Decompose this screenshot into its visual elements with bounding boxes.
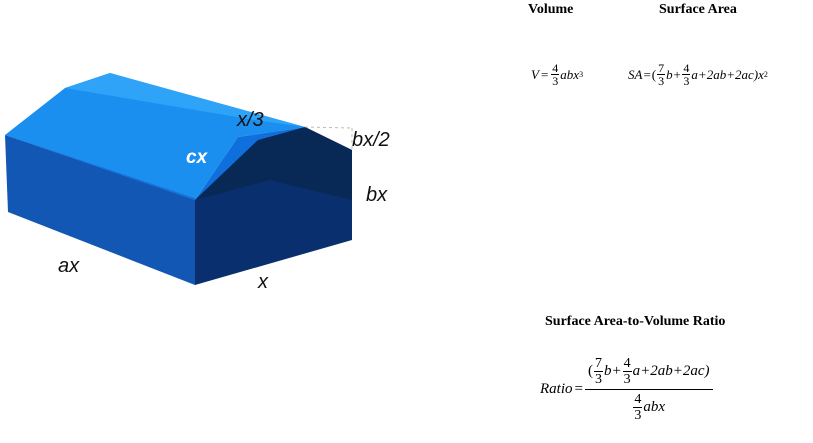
ratio-formula: Ratio = ( 7 3 b+ 4 3 a+2ab+2ac) 4 3 abx	[540, 356, 713, 423]
sa-f1-num: 7	[657, 61, 666, 75]
ratio-f1-den: 3	[594, 372, 602, 387]
ratio-den-fraction: 4 3	[633, 392, 643, 423]
sa-f1-den: 3	[658, 74, 665, 88]
sa-exp: 2	[763, 70, 768, 79]
ratio-f1-num: 7	[593, 356, 603, 372]
top-highlight	[65, 73, 305, 127]
sa-eq: =	[643, 66, 651, 82]
ratio-den-rest: abx	[643, 399, 666, 415]
side-face	[5, 135, 195, 285]
volume-exp: 3	[579, 70, 584, 79]
label-roof-slope: cx	[186, 147, 209, 168]
ratio-denominator: 4 3 abx	[632, 390, 665, 423]
ratio-lhs: Ratio	[540, 381, 573, 397]
ratio-big-fraction: ( 7 3 b+ 4 3 a+2ab+2ac) 4 3 abx	[584, 356, 713, 423]
ratio-eq: =	[574, 381, 583, 397]
sa-term-1: b+	[666, 66, 682, 82]
volume-frac-den: 3	[552, 74, 559, 88]
ratio-term-2: a+2ab+2ac)	[632, 363, 710, 379]
sa-fraction-1: 7 3	[657, 61, 666, 88]
ratio-open: (	[587, 363, 593, 379]
ratio-den-num: 4	[633, 392, 643, 408]
ratio-numerator: ( 7 3 b+ 4 3 a+2ab+2ac)	[584, 356, 713, 390]
label-half-base: bx/2	[352, 129, 390, 151]
roof-face	[5, 127, 305, 200]
volume-frac-num: 4	[551, 61, 560, 75]
volume-fraction: 4 3	[551, 61, 560, 88]
ratio-heading: Surface Area-to-Volume Ratio	[545, 314, 726, 329]
label-top-width: x/3	[236, 109, 264, 131]
ratio-fraction-2: 4 3	[622, 356, 632, 387]
top-face	[5, 73, 305, 200]
surface-area-heading: Surface Area	[659, 2, 737, 17]
sa-fraction-2: 4 3	[682, 61, 691, 88]
volume-rest: abx	[560, 66, 580, 82]
volume-eq: =	[540, 66, 549, 82]
ratio-den-den: 3	[634, 408, 642, 423]
sa-f2-den: 3	[683, 74, 690, 88]
ratio-f2-num: 4	[622, 356, 632, 372]
volume-lhs: V	[531, 66, 539, 82]
label-width: x	[257, 271, 269, 293]
sa-open: (	[651, 66, 657, 82]
front-roof-shade	[195, 127, 352, 200]
sa-lhs: SA	[628, 66, 643, 82]
prism-diagram: x/3 cx bx/2 bx ax x	[5, 73, 390, 293]
sa-term-2: a+2ab+2ac)x	[691, 66, 764, 82]
dashed-line-top	[304, 126, 351, 129]
label-height: bx	[366, 184, 388, 206]
ratio-term-1: b+	[603, 363, 622, 379]
label-length: ax	[58, 255, 80, 277]
volume-heading: Volume	[528, 2, 574, 17]
ratio-fraction-1: 7 3	[593, 356, 603, 387]
sa-f2-num: 4	[682, 61, 691, 75]
ratio-f2-den: 3	[623, 372, 631, 387]
